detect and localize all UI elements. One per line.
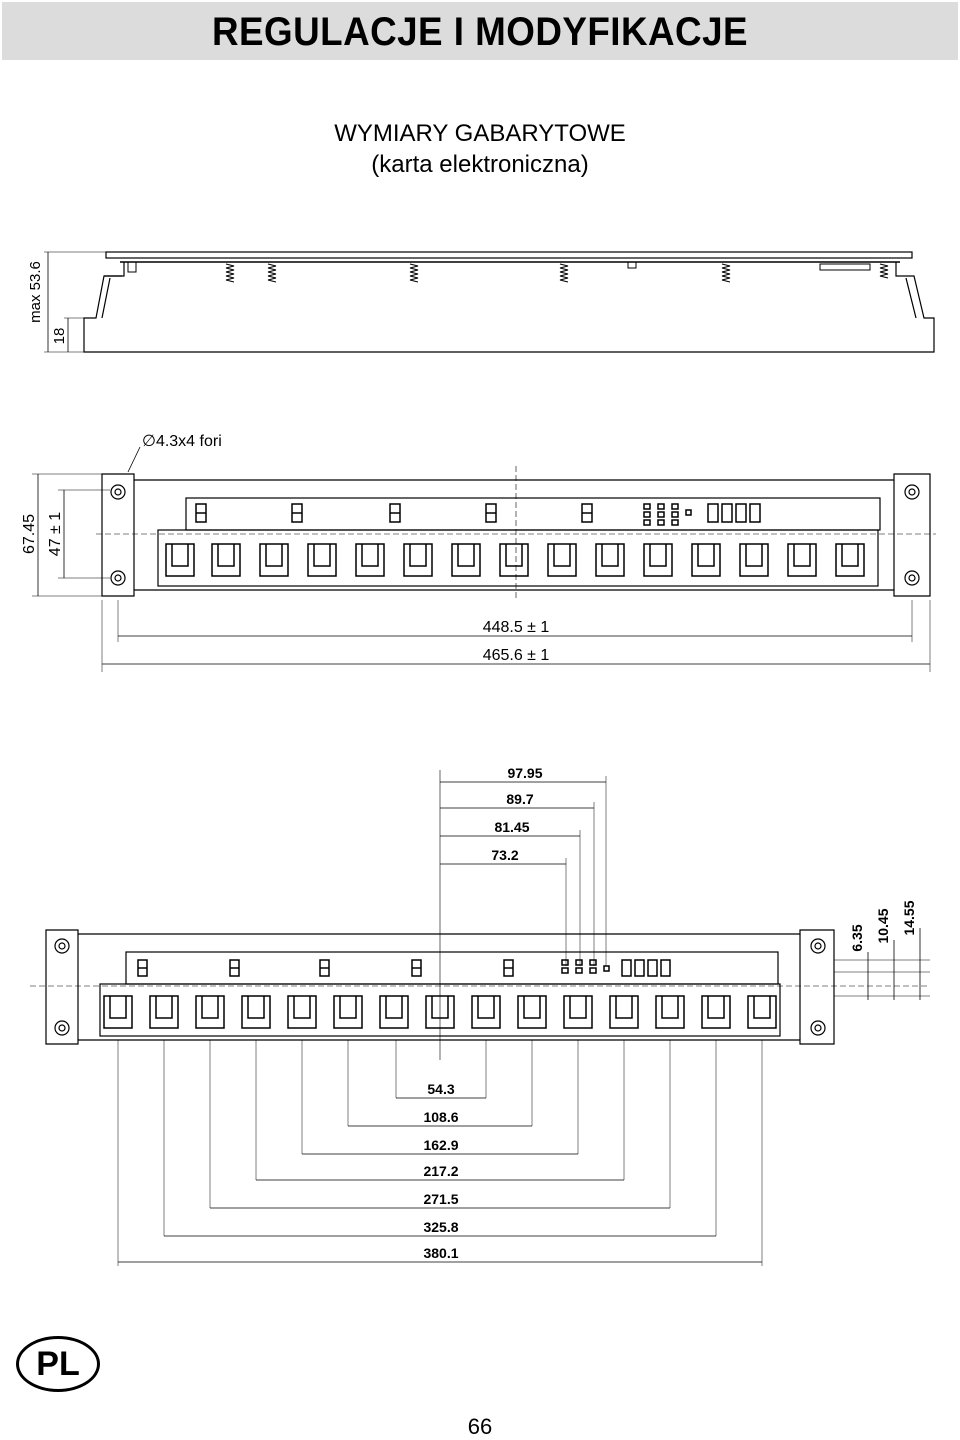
top-view-displays bbox=[195, 503, 761, 526]
top-view-keys bbox=[165, 543, 865, 577]
detail-view bbox=[30, 770, 930, 1266]
dim-97-95: 97.95 bbox=[507, 765, 542, 781]
dim-217-2: 217.2 bbox=[423, 1163, 458, 1179]
dim-54-3: 54.3 bbox=[427, 1081, 454, 1097]
dim-81-45: 81.45 bbox=[494, 819, 529, 835]
dim-14-55: 14.55 bbox=[901, 900, 917, 935]
inner-height-dimension: 47 ± 1 bbox=[47, 512, 64, 556]
side-base-dimension: 18 bbox=[51, 328, 68, 345]
outer-height-dimension: 67.45 bbox=[21, 514, 38, 554]
top-view bbox=[32, 446, 936, 672]
dim-6-35: 6.35 bbox=[849, 924, 865, 951]
dim-380-1: 380.1 bbox=[423, 1245, 458, 1261]
dim-89-7: 89.7 bbox=[506, 791, 533, 807]
dim-325-8: 325.8 bbox=[423, 1219, 458, 1235]
display-strip bbox=[185, 497, 881, 531]
detail-view-keys bbox=[103, 995, 777, 1029]
header-bar bbox=[2, 2, 958, 60]
glass-top bbox=[105, 251, 913, 259]
outer-width-dimension: 465.6 ± 1 bbox=[483, 647, 550, 664]
side-view bbox=[44, 251, 935, 353]
dim-108-6: 108.6 bbox=[423, 1109, 458, 1125]
detail-view-displays bbox=[137, 959, 671, 977]
dim-271-5: 271.5 bbox=[423, 1191, 458, 1207]
dim-162-9: 162.9 bbox=[423, 1137, 458, 1153]
page-title: REGULACJE I MODYFIKACJE bbox=[211, 10, 749, 54]
detail-display-strip bbox=[125, 951, 779, 985]
holes-label: ∅4.3x4 fori bbox=[142, 433, 222, 450]
inner-width-dimension: 448.5 ± 1 bbox=[483, 619, 550, 636]
housing-outline bbox=[83, 262, 935, 353]
dim-10-45: 10.45 bbox=[875, 908, 891, 943]
section-title: WYMIARY GABARYTOWE bbox=[334, 120, 626, 147]
dim-73-2: 73.2 bbox=[491, 847, 518, 863]
section-subtitle: (karta elektroniczna) bbox=[371, 151, 589, 178]
key-strip bbox=[157, 529, 879, 587]
language-badge: PL bbox=[16, 1336, 100, 1392]
side-height-dimension: max 53.6 bbox=[27, 261, 44, 323]
page-number: 66 bbox=[467, 1414, 493, 1439]
